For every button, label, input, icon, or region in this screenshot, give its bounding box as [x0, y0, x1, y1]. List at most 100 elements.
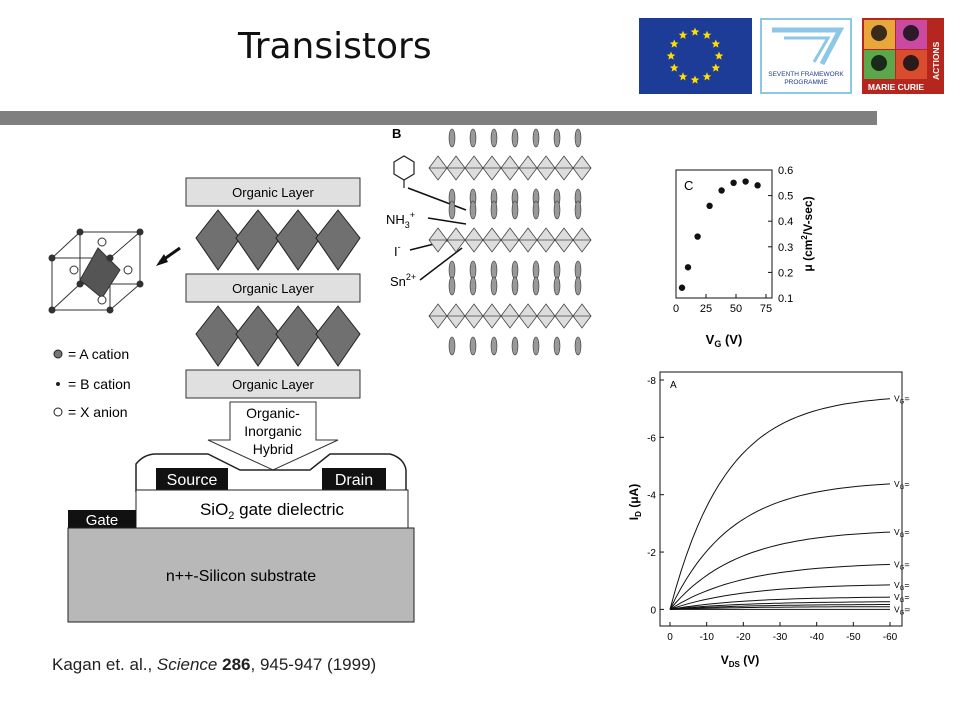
data-point [706, 202, 713, 210]
svg-text:n++-Silicon substrate: n++-Silicon substrate [166, 568, 316, 585]
x-tick-label: -40 [809, 632, 824, 643]
organic-molecule-icon [511, 276, 519, 296]
citation: Kagan et. al., Science 286, 945-947 (199… [52, 655, 377, 674]
organic-molecule-icon [553, 260, 561, 280]
drain-electrode: Drain [322, 468, 386, 490]
actions-label: ACTIONS [931, 41, 941, 80]
iv-curve [669, 531, 891, 610]
iv-curve [669, 596, 891, 610]
marie-curie-logo: MARIE CURIE ACTIONS [862, 18, 944, 94]
organic-molecule-icon [574, 200, 582, 220]
organic-molecule-icon [553, 276, 561, 296]
star-icon [702, 30, 712, 39]
portrait-icon [903, 55, 919, 71]
iv-curve [669, 584, 891, 610]
star-icon [714, 51, 724, 60]
organic-molecule-icon [469, 260, 477, 280]
star-icon [669, 63, 679, 72]
svg-text:SiO2 gate dielectric: SiO2 gate dielectric [200, 500, 345, 522]
organic-layer: Organic Layer [185, 177, 361, 207]
organic-molecule-icon [574, 276, 582, 296]
unit-cell-icon [48, 228, 144, 314]
series-label: VG=-35V [894, 559, 910, 571]
nh3-label: NH3+ [386, 210, 415, 230]
panel-b-label: B [392, 126, 401, 141]
organic-molecule-icon [574, 336, 582, 356]
chart-a-xlabel: VDS (V) [721, 653, 759, 669]
series-label: VG=-45V [894, 479, 910, 491]
star-icon [690, 27, 700, 36]
organic-molecule-icon [469, 200, 477, 220]
chart-a-ylabel: ID (μA) [627, 484, 643, 520]
eu-flag-logo [639, 18, 752, 94]
legend-a-cation: = A cation [68, 346, 129, 362]
organic-molecule-icon [574, 260, 582, 280]
data-point [694, 233, 701, 240]
y-tick-label: 0.2 [778, 267, 793, 279]
y-tick-label: -8 [647, 376, 656, 387]
data-point [730, 179, 737, 186]
output-characteristics-chart: A 0-10-20-30-40-50-60 -8-6-4-20 VG=-50VV… [627, 371, 910, 669]
marie-curie-label: MARIE CURIE [868, 82, 925, 92]
y-tick-label: 0.6 [778, 165, 793, 177]
organic-molecule-icon [490, 276, 498, 296]
iv-curve [669, 563, 891, 610]
organic-molecule-icon [532, 336, 540, 356]
y-tick-label: 0.4 [778, 216, 793, 228]
organic-molecule-icon [469, 128, 477, 148]
inorganic-octahedra-row [195, 305, 361, 367]
title-divider-bar [0, 111, 877, 125]
x-tick-label: 75 [760, 303, 772, 315]
x-tick-label: 0 [667, 632, 673, 643]
y-tick-label: 0.1 [778, 293, 793, 305]
series-label: VG=-25V [894, 592, 910, 604]
svg-text:Inorganic: Inorganic [244, 423, 302, 439]
legend-b-cation: = B cation [68, 376, 131, 392]
star-icon [711, 63, 721, 72]
chart-c-xlabel: VG (V) [706, 332, 743, 349]
device-schematic: Organic Layer Organic Layer Organic Laye… [48, 177, 415, 623]
y-tick-label: 0.5 [778, 191, 793, 203]
series-label: VG=0V [894, 604, 910, 616]
data-point [742, 178, 749, 185]
organic-molecule-icon [490, 336, 498, 356]
portrait-icon [871, 25, 887, 41]
organic-molecule-icon [511, 260, 519, 280]
iodide-label: I- [394, 242, 401, 259]
data-point [754, 182, 761, 189]
chart-c-ylabel: μ (cm2/V-sec) [800, 196, 815, 271]
star-icon [690, 75, 700, 84]
data-point [678, 284, 686, 291]
star-icon [678, 72, 688, 81]
x-tick-label: -60 [883, 632, 898, 643]
organic-molecule-icon [532, 128, 540, 148]
organic-molecule-icon [490, 128, 498, 148]
organic-molecule-icon [448, 336, 456, 356]
x-tick-label: -30 [773, 632, 788, 643]
fp7-label-line2: PROGRAMME [784, 79, 828, 86]
plot-frame [659, 371, 903, 627]
portrait-icon [903, 25, 919, 41]
iv-curve [669, 606, 890, 610]
tin-label: Sn2+ [390, 272, 416, 289]
star-icon [669, 39, 679, 48]
organic-molecule-icon [511, 336, 519, 356]
y-tick-label: 0.3 [778, 242, 793, 254]
x-tick-label: 0 [673, 303, 679, 315]
data-point [684, 264, 692, 271]
fp7-seven-icon [772, 27, 845, 66]
star-icon [666, 51, 676, 60]
x-tick-label: -50 [846, 632, 861, 643]
svg-text:Drain: Drain [335, 472, 373, 489]
organic-molecule-icon [469, 336, 477, 356]
x-tick-label: 25 [700, 303, 712, 315]
svg-text:Gate: Gate [86, 512, 119, 529]
series-label: VG=-40V [894, 527, 910, 539]
organic-molecule-icon [469, 276, 477, 296]
organic-molecule-icon [553, 200, 561, 220]
organic-molecule-icon [511, 128, 519, 148]
organic-molecule-icon [490, 200, 498, 220]
fp7-label-line1: SEVENTH FRAMEWORK [768, 71, 844, 78]
crystal-structure-panel: B NH3+ I- Sn2+ [386, 126, 592, 356]
organic-molecule-icon [532, 276, 540, 296]
